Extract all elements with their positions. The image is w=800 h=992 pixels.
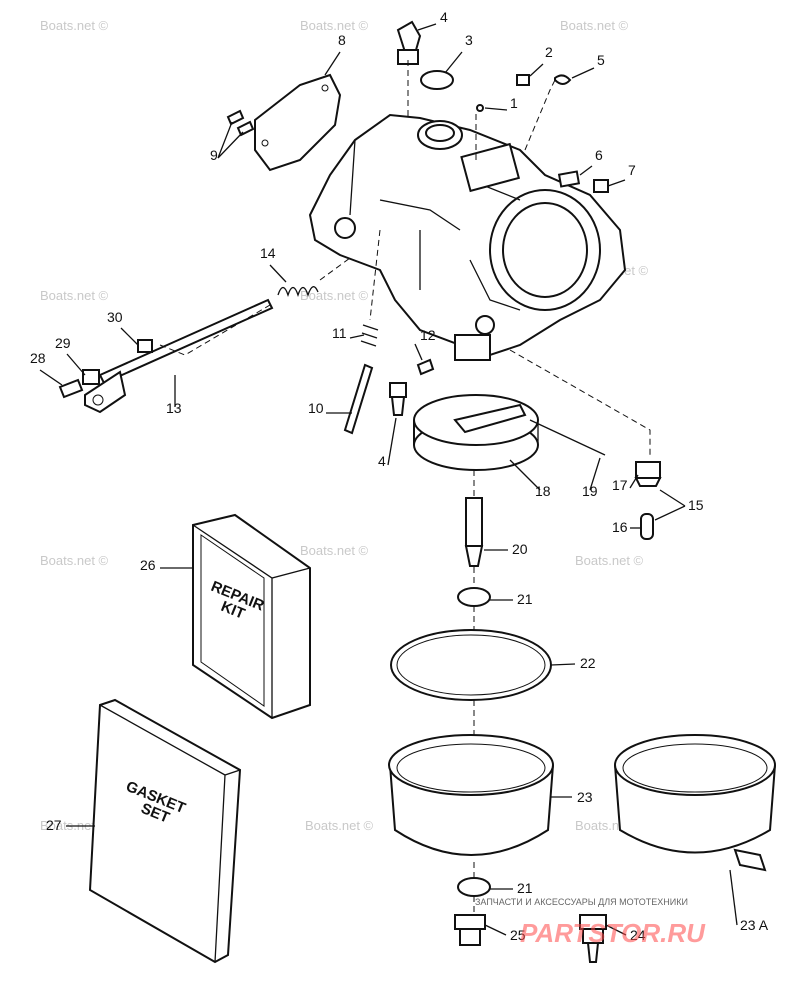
part-27-gasket-set: GASKET SET bbox=[88, 698, 242, 964]
watermark: Boats.net © bbox=[40, 288, 109, 303]
part-label-p21b: 21 bbox=[517, 880, 533, 896]
part-label-p30: 30 bbox=[107, 309, 123, 325]
part-8-cover-plate bbox=[254, 73, 342, 172]
part-label-p11: 11 bbox=[332, 325, 347, 341]
part-10-needle-screw bbox=[343, 363, 374, 435]
part-label-p4b: 4 bbox=[378, 453, 386, 469]
part-18-float bbox=[413, 394, 539, 471]
part-label-p17: 17 bbox=[612, 477, 628, 493]
part-3-plug bbox=[420, 70, 454, 90]
part-label-p4a: 4 bbox=[440, 9, 448, 25]
part-label-p5: 5 bbox=[597, 52, 605, 68]
part-label-p22: 22 bbox=[580, 655, 596, 671]
part-7-screw bbox=[593, 179, 609, 193]
part-label-p23a: 23 A bbox=[740, 917, 769, 933]
leader-lines bbox=[39, 23, 738, 936]
part-24-drain-fitting bbox=[579, 914, 607, 963]
banner-text: ЗАПЧАСТИ И АКСЕССУАРЫ ДЛЯ МОТОТЕХНИКИ bbox=[475, 897, 688, 907]
watermarks: Boats.net © Boats.net © Boats.net © Boat… bbox=[40, 18, 649, 833]
part-5-clip bbox=[554, 74, 572, 85]
carburetor-body bbox=[308, 113, 627, 361]
part-22-gasket bbox=[390, 629, 552, 701]
watermark: Boats.net © bbox=[300, 288, 369, 303]
watermark: Boats.net © bbox=[560, 18, 629, 33]
part-11-spring bbox=[360, 324, 379, 347]
part-label-p6: 6 bbox=[595, 147, 603, 163]
watermark: Boats.net © bbox=[300, 543, 369, 558]
part-4-fitting-lower bbox=[389, 382, 407, 416]
part-26-repair-kit: REPAIR KIT bbox=[192, 513, 311, 720]
part-label-p20: 20 bbox=[512, 541, 528, 557]
part-label-p21a: 21 bbox=[517, 591, 533, 607]
footer-banner: ЗАПЧАСТИ И АКСЕССУАРЫ ДЛЯ МОТОТЕХНИКИ PA… bbox=[475, 897, 706, 948]
part-28-screw bbox=[58, 378, 84, 399]
part-4-fitting bbox=[396, 20, 422, 65]
part-label-p25: 25 bbox=[510, 927, 526, 943]
part-label-p13: 13 bbox=[166, 400, 182, 416]
part-1-ball bbox=[476, 104, 484, 112]
part-23a-float-bowl bbox=[614, 734, 776, 872]
watermark: Boats.net © bbox=[300, 18, 369, 33]
part-14-spring bbox=[277, 286, 319, 298]
part-30-nut bbox=[137, 339, 153, 353]
watermark: Boats.net © bbox=[575, 553, 644, 568]
part-21-washer bbox=[457, 587, 491, 607]
part-label-p2: 2 bbox=[545, 44, 553, 60]
part-label-p24: 24 bbox=[630, 927, 646, 943]
watermark: Boats.net © bbox=[40, 18, 109, 33]
part-label-p10: 10 bbox=[308, 400, 324, 416]
part-label-p18: 18 bbox=[535, 483, 551, 499]
part-label-p7: 7 bbox=[628, 162, 636, 178]
part-label-p19: 19 bbox=[582, 483, 598, 499]
part-12-screw bbox=[416, 358, 435, 376]
part-23-float-bowl bbox=[388, 734, 554, 856]
part-20-main-jet bbox=[464, 497, 484, 567]
part-25-drain-plug bbox=[454, 914, 486, 946]
part-21-washer-lower bbox=[457, 877, 491, 897]
part-label-p15: 15 bbox=[688, 497, 704, 513]
part-17-seat bbox=[634, 461, 662, 487]
part-label-p12: 12 bbox=[420, 327, 436, 343]
part-label-p16: 16 bbox=[612, 519, 628, 535]
part-label-p14: 14 bbox=[260, 245, 276, 261]
part-label-p3: 3 bbox=[465, 32, 473, 48]
part-label-p1: 1 bbox=[510, 95, 518, 111]
part-label-p28: 28 bbox=[30, 350, 46, 366]
part-9-screws bbox=[226, 109, 255, 137]
part-label-p26: 26 bbox=[140, 557, 156, 573]
part-label-p23: 23 bbox=[577, 789, 593, 805]
part-label-p8: 8 bbox=[338, 32, 346, 48]
part-13-throttle-shaft bbox=[84, 298, 274, 414]
part-label-p9: 9 bbox=[210, 147, 218, 163]
part-label-p27: 27 bbox=[46, 817, 62, 833]
part-16-needle bbox=[640, 513, 654, 540]
part-label-p29: 29 bbox=[55, 335, 71, 351]
part-2-cap bbox=[516, 74, 530, 86]
part-6-screw bbox=[557, 170, 581, 188]
part-19-pin bbox=[529, 419, 606, 456]
part-29-nut bbox=[82, 369, 100, 385]
watermark: Boats.net © bbox=[40, 553, 109, 568]
watermark: Boats.net © bbox=[305, 818, 374, 833]
brand-watermark: PARTSTOR.RU bbox=[520, 918, 706, 948]
